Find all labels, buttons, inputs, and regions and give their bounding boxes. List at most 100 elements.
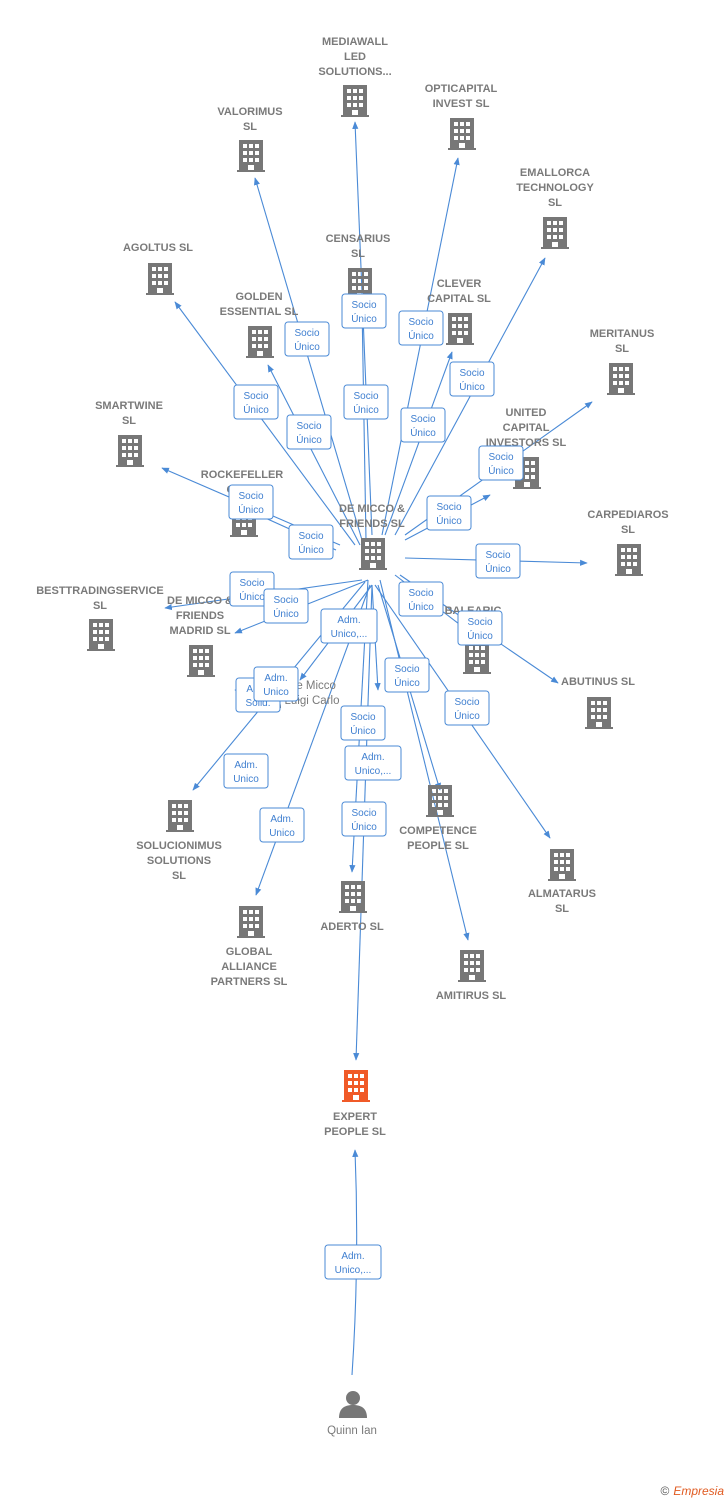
node-label: INVEST SL	[433, 98, 490, 110]
building-icon	[463, 642, 491, 674]
edge-label-text: Socio	[238, 491, 263, 502]
node-label: OPTICAPITAL	[425, 83, 498, 95]
node-label: SL	[548, 197, 562, 209]
node-aderto[interactable]: ADERTO SL	[320, 881, 384, 933]
edge-label-text: Solid.	[245, 698, 270, 709]
edge-label-text: Único	[488, 464, 514, 477]
node-label: DE MICCO &	[339, 503, 405, 515]
node-opticapital[interactable]: OPTICAPITAL INVEST SL	[425, 83, 498, 150]
edge-label-text: Adm.	[341, 1251, 364, 1262]
building-icon	[342, 1070, 370, 1102]
building-icon	[541, 217, 569, 249]
node-demicco[interactable]: DE MICCO &FRIENDS SL	[339, 503, 405, 570]
node-label: SL	[122, 415, 136, 427]
edge-label-text: Único	[408, 600, 434, 613]
edge-label-text: Único	[485, 562, 511, 575]
building-icon	[237, 140, 265, 172]
node-label: SOLUTIONS	[147, 855, 211, 867]
footer-brand[interactable]: ©Empresia	[660, 1484, 724, 1498]
edge-label-badge[interactable]: Adm.Unico,...	[320, 608, 378, 644]
building-icon	[166, 800, 194, 832]
edge-label-text: Único	[467, 629, 493, 642]
node-label: Quinn Ian	[327, 1425, 377, 1437]
edge-label-text: Socio	[467, 617, 492, 628]
node-label: VALORIMUS	[217, 106, 282, 118]
node-label: LED	[344, 51, 366, 63]
edge-label-text: Unico	[263, 687, 289, 698]
edge-label-text: Único	[351, 312, 377, 325]
edge-arrow	[267, 364, 361, 546]
edge-label-text: Único	[273, 607, 299, 620]
edge-label-badge[interactable]: Adm.Unico,...	[344, 745, 402, 781]
edge-label-text: Único	[296, 433, 322, 446]
node-quinn[interactable]: Quinn Ian	[327, 1391, 377, 1437]
node-abutinus[interactable]: ABUTINUS SL	[561, 676, 635, 729]
node-agoltus[interactable]: AGOLTUS SL	[123, 242, 193, 295]
node-mediawall[interactable]: MEDIAWALLLEDSOLUTIONS...	[318, 36, 392, 117]
edge-label-text: Socio	[436, 502, 461, 513]
building-icon	[246, 326, 274, 358]
edge-label-text: Socio	[351, 808, 376, 819]
node-label: CARPEDIAROS	[587, 509, 668, 521]
edge-label-badge[interactable]: Adm.Unico	[223, 753, 269, 789]
edge-label-text: Unico,...	[335, 1265, 372, 1276]
node-label: COMPETENCE	[399, 825, 477, 837]
node-amitirus[interactable]: AMITIRUS SL	[436, 950, 507, 1002]
building-icon	[87, 619, 115, 651]
edge-arrow	[381, 157, 460, 536]
edge-label-text: Socio	[488, 452, 513, 463]
node-label: CAPITAL SL	[427, 293, 491, 305]
edge-label-text: Unico	[269, 828, 295, 839]
node-label: De Micco	[288, 680, 336, 692]
node-label: SL	[172, 870, 186, 882]
edge-label-badge[interactable]: Adm. Unico,...	[324, 1244, 382, 1280]
building-icon	[237, 906, 265, 938]
building-icon	[446, 313, 474, 345]
building-icon	[585, 697, 613, 729]
node-label: SL	[93, 600, 107, 612]
node-label: ROCKEFELLER	[201, 469, 284, 481]
edge-label-text: Único	[410, 426, 436, 439]
edge-label-badge[interactable]: Adm.Unico	[259, 807, 305, 843]
edge-label-text: Adm.	[361, 752, 384, 763]
edge-label-badge[interactable]: Adm.Unico	[253, 666, 299, 702]
